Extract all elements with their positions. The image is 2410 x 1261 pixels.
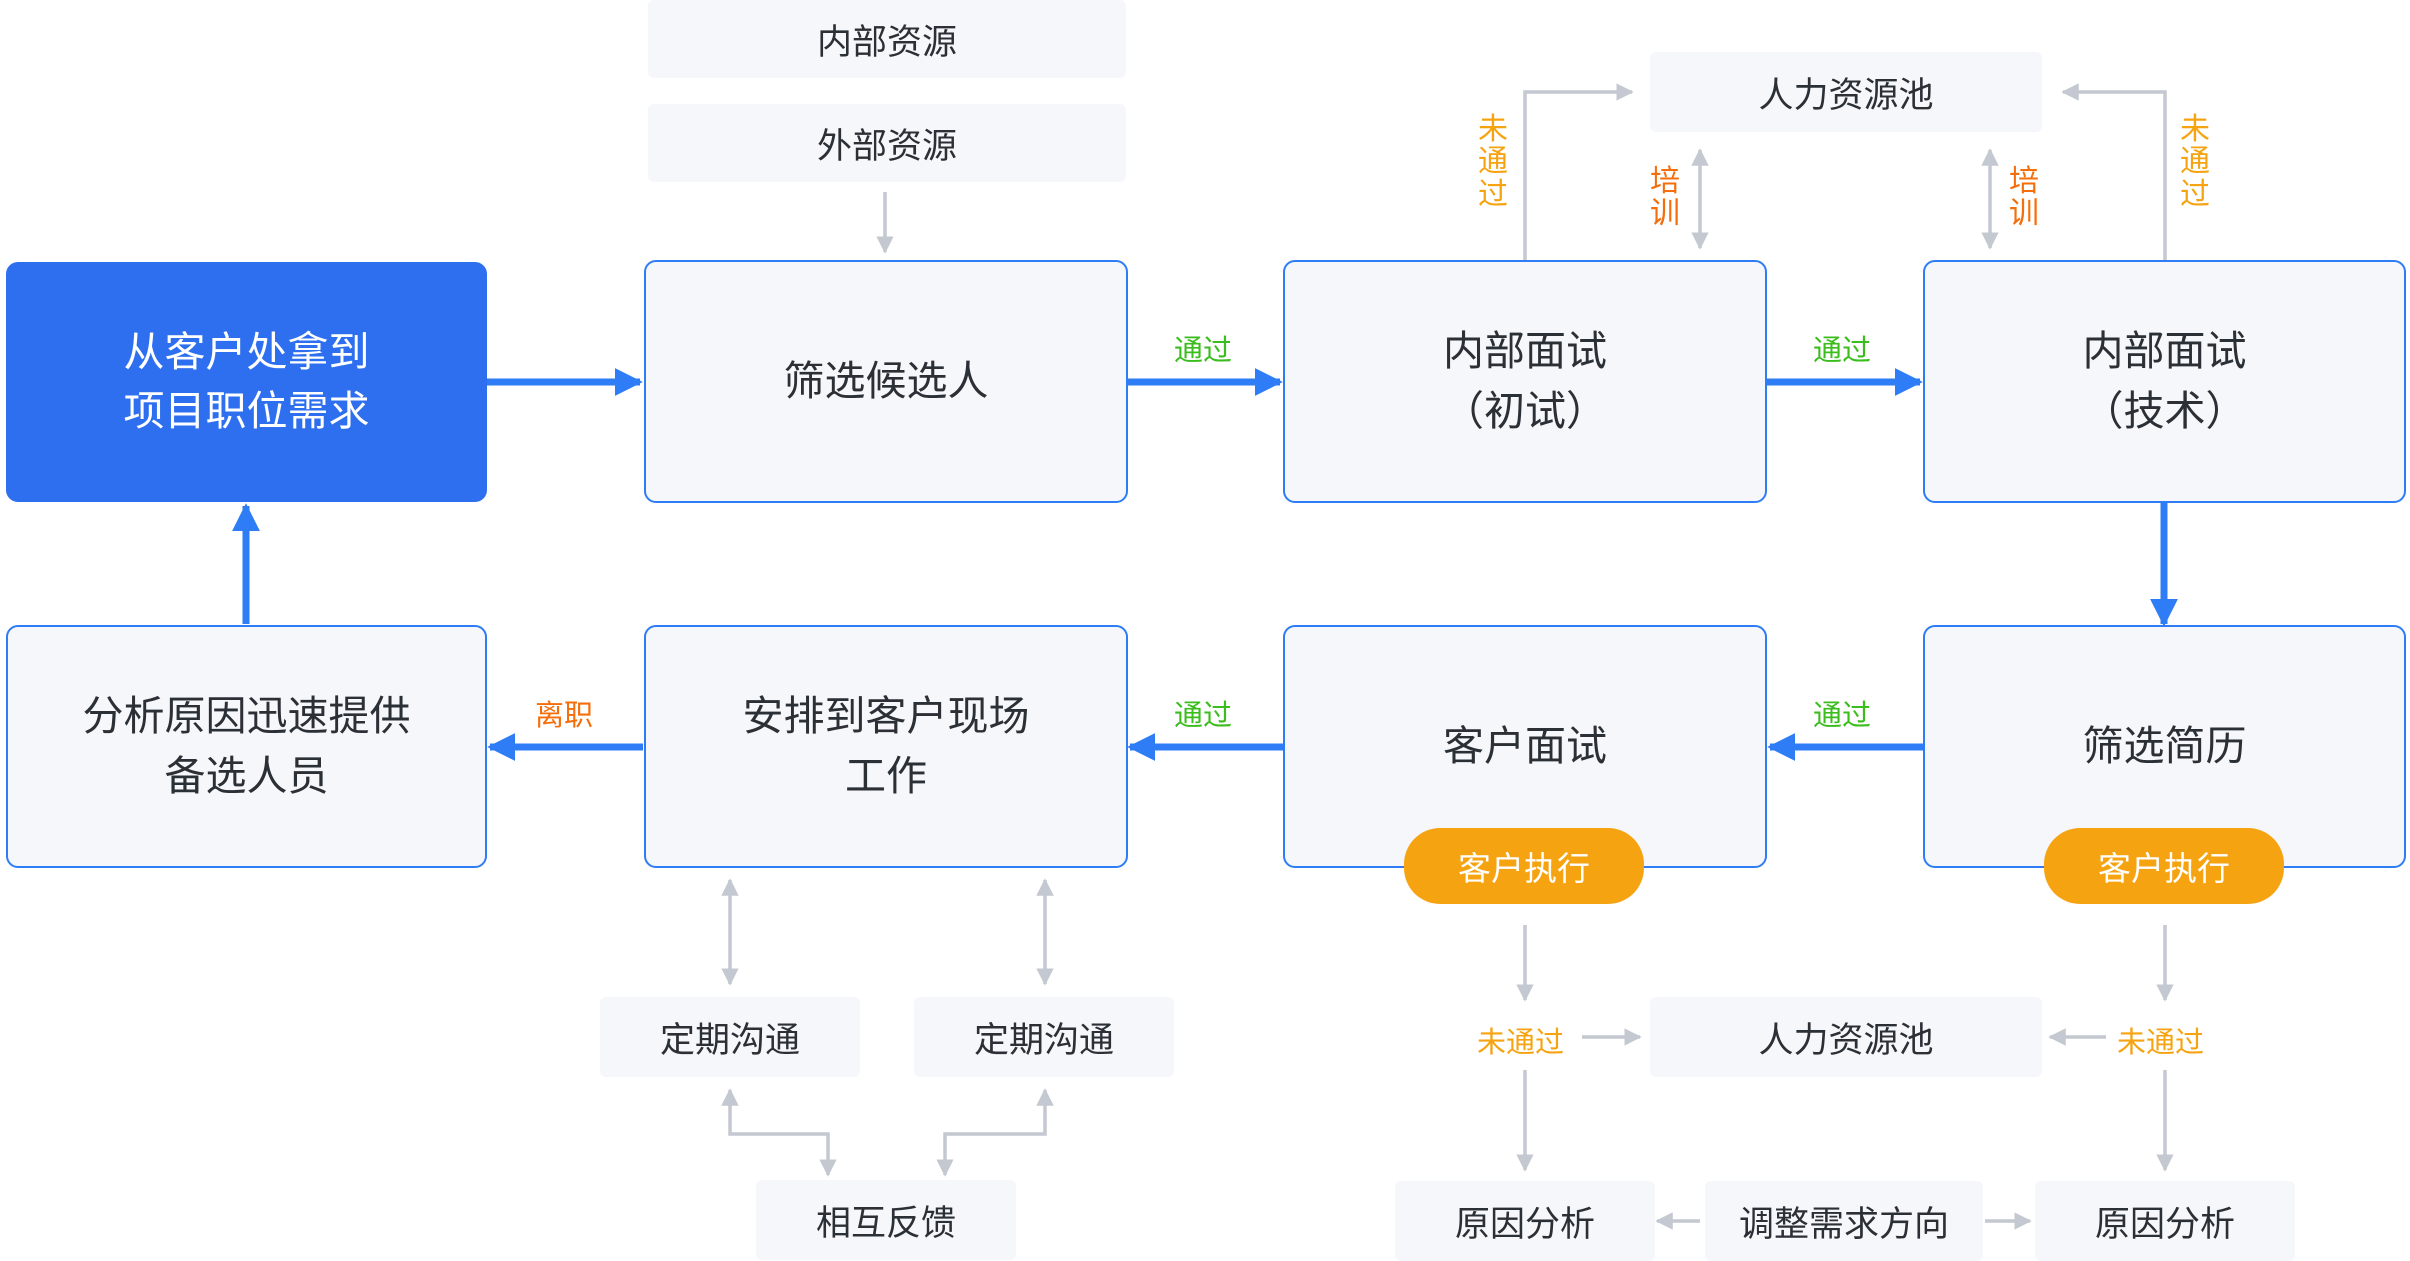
label-fail-top-left: 未通过 bbox=[1478, 112, 1508, 212]
communication-left-label: 定期沟通 bbox=[659, 1020, 800, 1061]
badge-client-exec-right-label: 客户执行 bbox=[2098, 849, 2230, 888]
helper-flow-arrows bbox=[721, 83, 2174, 1230]
communication-right-label: 定期沟通 bbox=[973, 1020, 1114, 1061]
mutual-feedback-label: 相互反馈 bbox=[815, 1203, 956, 1244]
node-client-interview-label: 客户面试 bbox=[1443, 721, 1607, 770]
analysis-adjust: 调整需求方向 bbox=[1705, 1181, 1983, 1261]
source-external: 外部资源 bbox=[648, 104, 1126, 182]
pool-top-label: 人力资源池 bbox=[1758, 75, 1934, 116]
node-analyze-provide: 分析原因迅速提供 备选人员 bbox=[6, 625, 487, 868]
badge-client-exec-left-label: 客户执行 bbox=[1458, 849, 1590, 888]
node-internal-interview-first: 内部面试 （初试） bbox=[1283, 260, 1767, 503]
source-internal-label: 内部资源 bbox=[816, 22, 957, 63]
badge-client-exec-right: 客户执行 bbox=[2044, 828, 2284, 904]
label-pass-4: 通过 bbox=[1174, 698, 1233, 732]
label-fail-bottom-left: 未通过 bbox=[1477, 1025, 1565, 1059]
analysis-right: 原因分析 bbox=[2035, 1181, 2295, 1261]
node-internal-interview-tech-label: 内部面试 （技术） bbox=[2082, 327, 2247, 435]
node-internal-interview-tech: 内部面试 （技术） bbox=[1923, 260, 2406, 503]
badge-client-exec-left: 客户执行 bbox=[1404, 828, 1644, 904]
node-client-need-label: 从客户处拿到 项目职位需求 bbox=[123, 327, 370, 435]
communication-left: 定期沟通 bbox=[600, 997, 860, 1077]
communication-right: 定期沟通 bbox=[914, 997, 1174, 1077]
pool-top: 人力资源池 bbox=[1650, 52, 2042, 132]
label-pass-3: 通过 bbox=[1813, 698, 1872, 732]
node-client-need: 从客户处拿到 项目职位需求 bbox=[6, 262, 487, 502]
node-internal-interview-first-label: 内部面试 （初试） bbox=[1443, 327, 1607, 435]
label-pass-2: 通过 bbox=[1813, 333, 1872, 367]
node-screen-resume-label: 筛选简历 bbox=[2082, 721, 2247, 770]
main-flow-arrows bbox=[232, 368, 2178, 761]
mutual-feedback: 相互反馈 bbox=[756, 1180, 1016, 1260]
label-train-left: 培训 bbox=[1650, 164, 1680, 232]
analysis-adjust-label: 调整需求方向 bbox=[1738, 1204, 1949, 1245]
label-train-right: 培训 bbox=[2009, 164, 2039, 232]
node-client-interview: 客户面试 bbox=[1283, 625, 1767, 868]
pool-bottom-label: 人力资源池 bbox=[1758, 1020, 1934, 1061]
label-fail-top-right: 未通过 bbox=[2180, 112, 2210, 212]
source-internal: 内部资源 bbox=[648, 0, 1126, 78]
label-pass-1: 通过 bbox=[1174, 333, 1233, 367]
analysis-right-label: 原因分析 bbox=[2094, 1204, 2235, 1245]
node-screen-candidates: 筛选候选人 bbox=[644, 260, 1128, 503]
node-screen-candidates-label: 筛选候选人 bbox=[783, 356, 989, 405]
node-onsite-work-label: 安排到客户现场 工作 bbox=[742, 692, 1030, 800]
label-fail-bottom-right: 未通过 bbox=[2117, 1025, 2205, 1059]
source-external-label: 外部资源 bbox=[816, 126, 957, 167]
pool-bottom: 人力资源池 bbox=[1650, 997, 2042, 1077]
analysis-left: 原因分析 bbox=[1395, 1181, 1655, 1261]
node-analyze-provide-label: 分析原因迅速提供 备选人员 bbox=[82, 692, 411, 800]
analysis-left-label: 原因分析 bbox=[1454, 1204, 1595, 1245]
label-resign: 离职 bbox=[535, 698, 594, 732]
node-onsite-work: 安排到客户现场 工作 bbox=[644, 625, 1128, 868]
